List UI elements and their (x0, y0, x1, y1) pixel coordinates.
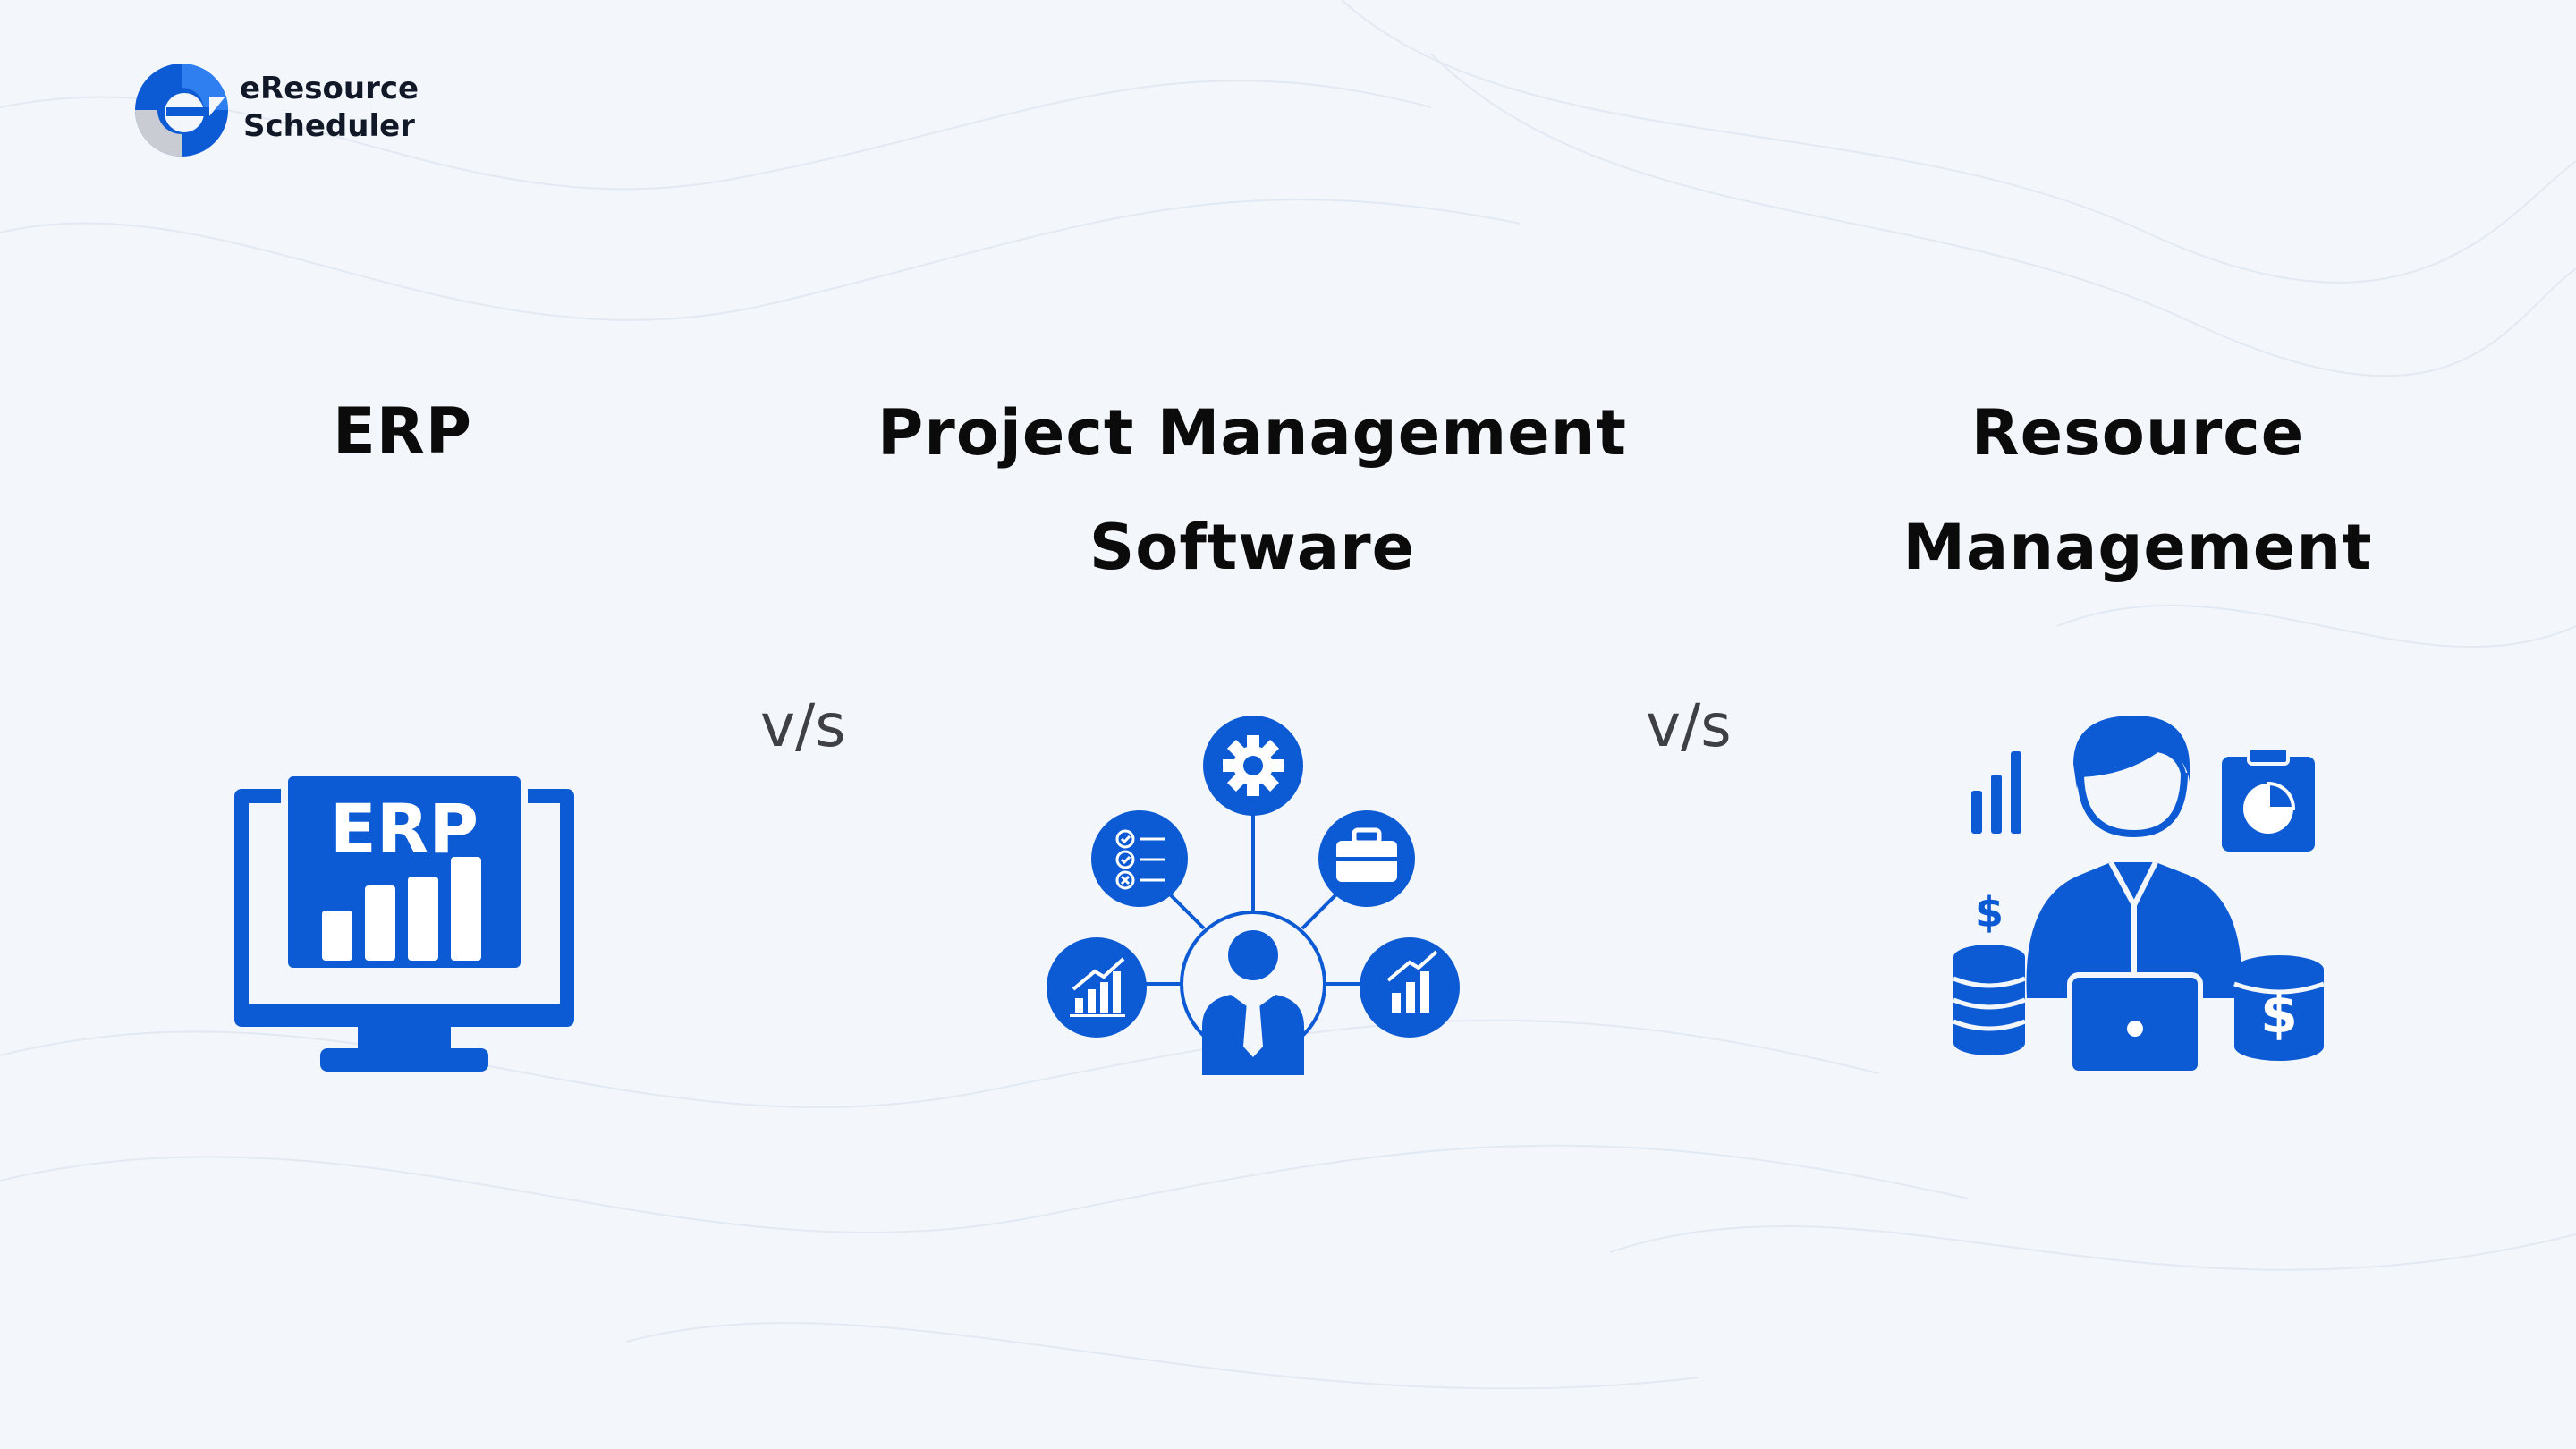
brand-name-line1: eResource (240, 71, 419, 106)
vs-separator-1: v/s (760, 691, 846, 760)
brand-logo[interactable]: eResource Scheduler (132, 61, 436, 159)
brand-name-line2: Scheduler (243, 108, 415, 144)
title-rm-line2: Management (1902, 511, 2373, 584)
project-network-icon (1046, 716, 1460, 1075)
vs-separator-2: v/s (1646, 691, 1732, 760)
title-pm-line1: Project Management (877, 396, 1627, 470)
dollar-icon: $ (1975, 888, 2004, 936)
erp-monitor-icon: ERP (234, 769, 574, 1072)
erp-icon-label: ERP (330, 789, 479, 869)
brand-name: eResource Scheduler (240, 70, 419, 145)
title-rm-line1: Resource (1970, 396, 2305, 470)
resource-manager-icon: $ $ (1953, 716, 2325, 1076)
eresource-logo-icon (135, 64, 228, 157)
title-resource-management: Resource Management (1860, 376, 2415, 605)
title-erp-line1: ERP (332, 394, 473, 468)
title-pm-line2: Software (1089, 511, 1416, 584)
dollar-coin-icon: $ (2260, 983, 2298, 1046)
title-erp: ERP (268, 374, 537, 488)
title-project-management: Project Management Software (877, 376, 1628, 605)
